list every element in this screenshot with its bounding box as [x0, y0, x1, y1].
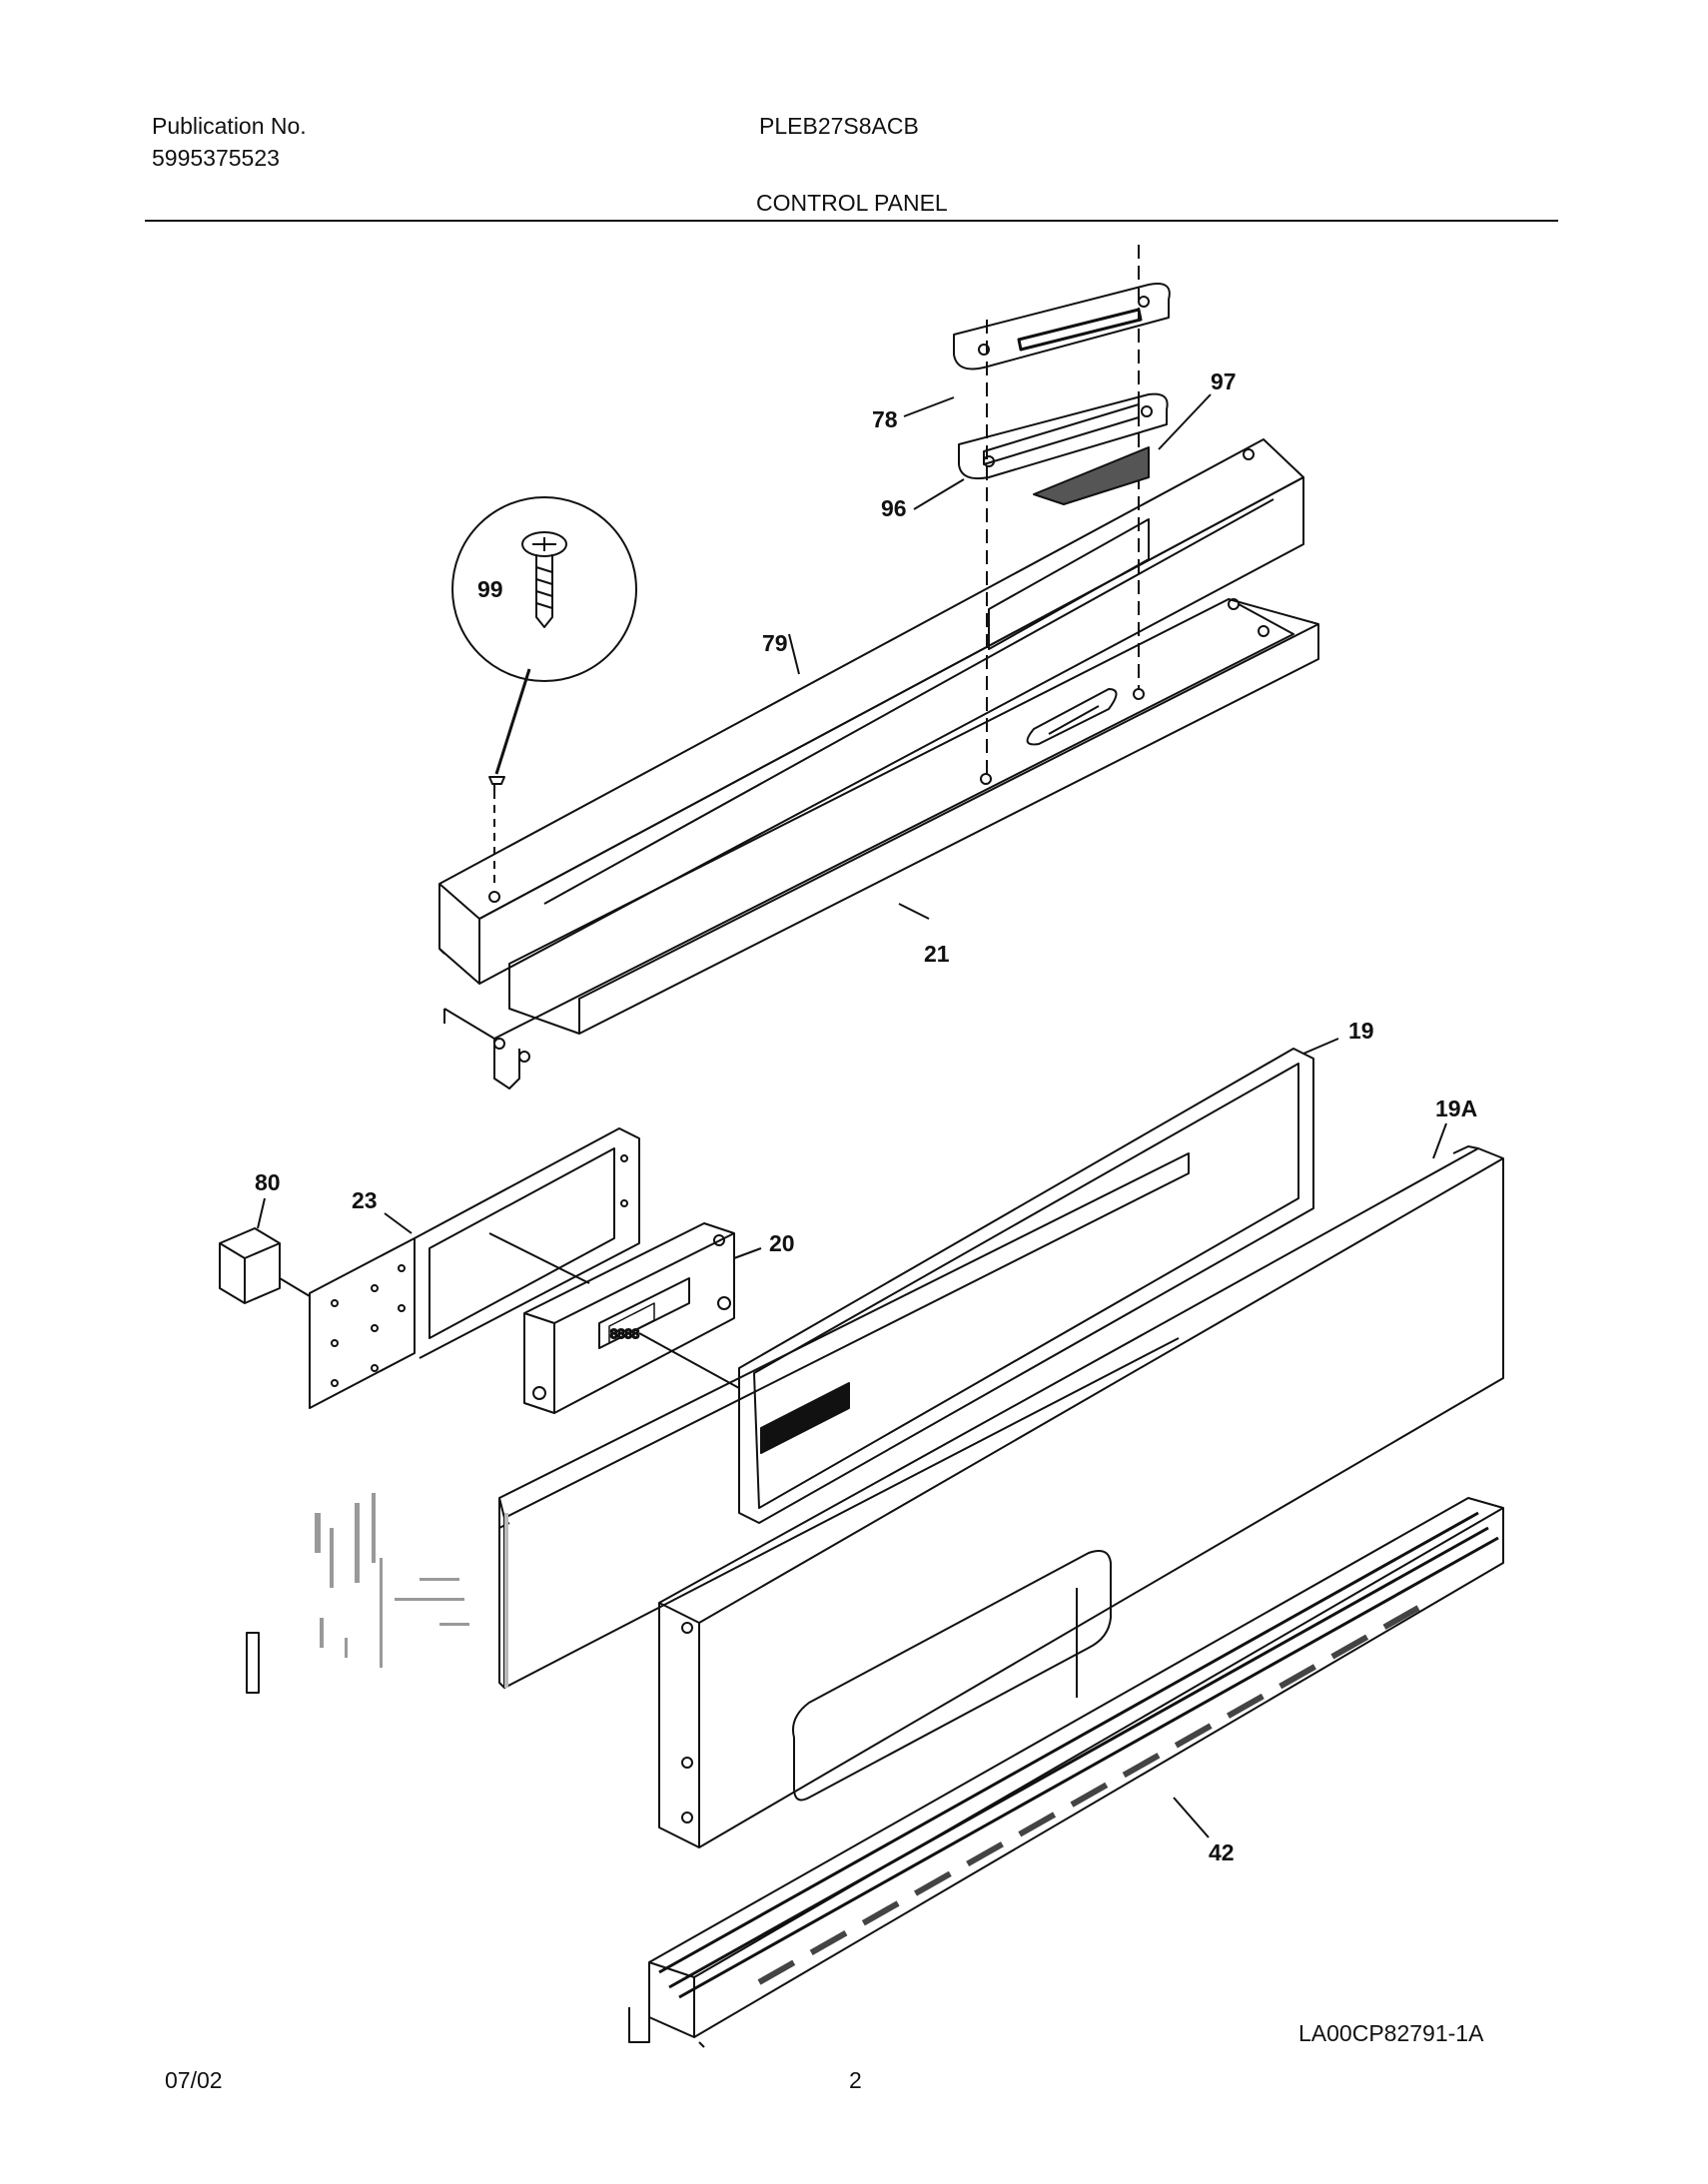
footer-date: 07/02 — [165, 2067, 223, 2093]
callout-23: 23 — [352, 1187, 378, 1213]
callout-19: 19 — [1348, 1018, 1374, 1044]
nameplate-badge — [760, 1382, 850, 1454]
part-42-trim-extrusion — [628, 1497, 1504, 2048]
callout-80: 80 — [255, 1169, 281, 1195]
model-number: PLEB27S8ACB — [759, 113, 919, 139]
part-78-trim-bezel — [953, 283, 1171, 370]
part-97-foam — [1033, 446, 1150, 505]
page-number: 2 — [849, 2067, 862, 2093]
callout-96: 96 — [881, 495, 907, 521]
publication-number: 5995375523 — [152, 145, 280, 171]
part-20-electronic-control — [523, 1222, 740, 1414]
callout-78: 78 — [872, 406, 898, 432]
scan-speckle — [315, 1493, 469, 1668]
part-96-gasket — [958, 392, 1169, 480]
part-19a-control-panel — [658, 1145, 1504, 1848]
section-title: CONTROL PANEL — [756, 190, 948, 216]
header-rule — [145, 220, 1558, 222]
part-99-screw-detail — [451, 496, 637, 799]
callout-97: 97 — [1211, 368, 1237, 394]
heat-shield-strip — [443, 603, 1294, 1090]
part-23-mounting-bracket — [309, 1127, 640, 1409]
part-19-overlay-frame — [738, 1048, 1314, 1524]
callout-21: 21 — [924, 941, 950, 967]
callout-99: 99 — [477, 576, 503, 602]
part-21-rear-panel — [508, 598, 1319, 1035]
callout-42: 42 — [1209, 1839, 1235, 1865]
glass-panel — [498, 1152, 1190, 1689]
callout-19a: 19A — [1435, 1095, 1477, 1121]
part-80-connector — [219, 1227, 311, 1304]
leader-lines — [257, 393, 1447, 1838]
part-79-console-housing — [438, 438, 1304, 985]
small-clip — [246, 1632, 260, 1694]
display-readout: 8888 — [610, 1326, 639, 1341]
callout-79: 79 — [762, 630, 788, 656]
publication-label: Publication No. — [152, 113, 307, 139]
drawing-code: LA00CP82791-1A — [1298, 2020, 1484, 2046]
callout-20: 20 — [769, 1230, 795, 1256]
